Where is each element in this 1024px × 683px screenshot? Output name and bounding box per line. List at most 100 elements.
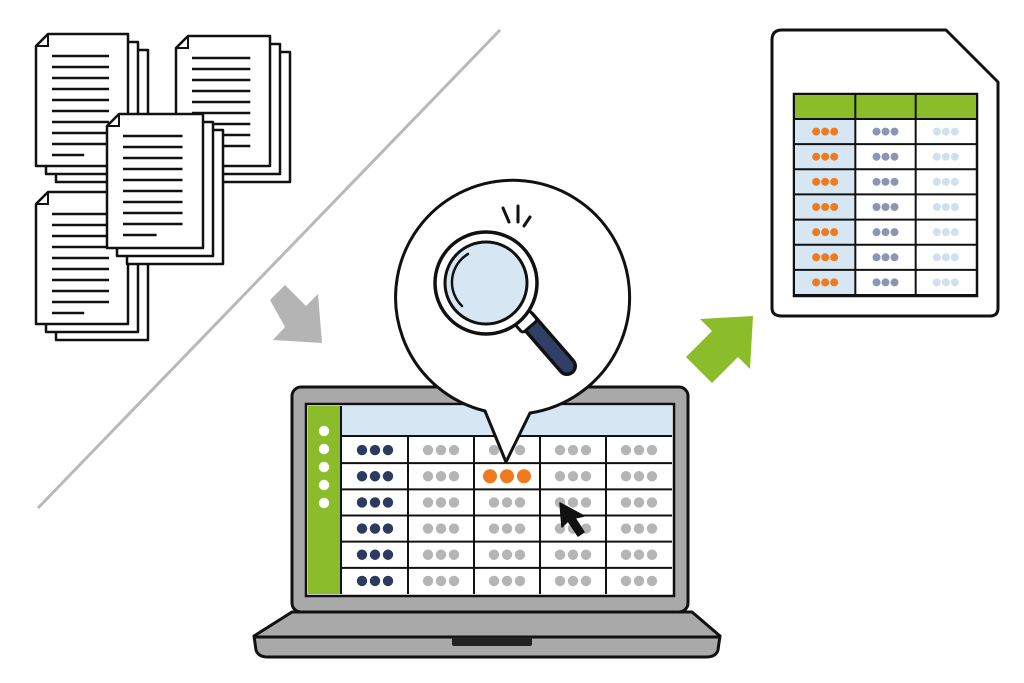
cell-value-dot xyxy=(620,471,632,482)
cell-value-dot xyxy=(567,575,579,587)
result-value-dot xyxy=(821,278,830,287)
cell-value-dot xyxy=(448,471,460,482)
cell-value-dot xyxy=(488,497,500,508)
sidebar-dot xyxy=(318,425,330,437)
cell-value-dot xyxy=(567,497,579,508)
result-value-dot xyxy=(872,278,881,287)
spark-line-1 xyxy=(501,206,511,224)
result-value-dot xyxy=(821,127,830,136)
cell-value-dot xyxy=(356,444,368,456)
result-value-dot xyxy=(830,253,839,262)
result-value-dot xyxy=(890,152,899,161)
cell-value-dot xyxy=(501,575,513,587)
cell-value-dot xyxy=(356,523,368,534)
result-value-dot xyxy=(872,127,881,136)
result-value-dot xyxy=(881,278,890,287)
cell-value-dot xyxy=(382,575,394,587)
cell-value-dot xyxy=(514,497,526,508)
result-value-dot xyxy=(932,127,941,136)
cell-value-dot xyxy=(580,575,592,587)
cell-value-dot xyxy=(620,575,632,587)
highlighted-value-dot xyxy=(500,469,514,484)
cell-value-dot xyxy=(514,549,526,560)
cell-value-dot xyxy=(435,575,447,587)
result-value-dot xyxy=(872,253,881,262)
divider-line xyxy=(36,28,502,510)
result-value-dot xyxy=(950,177,959,186)
cell-value-dot xyxy=(646,575,658,587)
result-value-dot xyxy=(932,278,941,287)
cell-value-dot xyxy=(435,523,447,534)
cell-value-dot xyxy=(633,444,645,456)
result-value-dot xyxy=(890,203,899,211)
cell-value-dot xyxy=(514,523,526,534)
result-value-dot xyxy=(932,177,941,186)
magnifying-glass-icon xyxy=(433,204,577,376)
mouse-pointer-icon xyxy=(559,502,585,537)
cell-value-dot xyxy=(422,575,434,587)
result-value-dot xyxy=(941,203,950,211)
cell-value-dot xyxy=(633,523,645,534)
result-value-dot xyxy=(890,177,899,186)
result-value-dot xyxy=(881,152,890,161)
cell-value-dot xyxy=(620,497,632,508)
cell-value-dot xyxy=(369,497,381,508)
laptop-trackpad-notch xyxy=(452,637,532,646)
lens-glare xyxy=(450,252,470,308)
result-value-dot xyxy=(821,253,830,262)
cell-value-dot xyxy=(488,549,500,560)
result-value-dot xyxy=(872,177,881,186)
result-value-dot xyxy=(881,177,890,186)
result-value-dot xyxy=(872,228,881,237)
cell-value-dot xyxy=(633,575,645,587)
cell-value-dot xyxy=(448,549,460,560)
arrow-up-right-icon xyxy=(686,316,753,383)
sidebar-dot xyxy=(318,461,330,473)
cell-value-dot xyxy=(633,549,645,560)
result-value-dot xyxy=(872,152,881,161)
cell-value-dot xyxy=(356,471,368,482)
result-value-dot xyxy=(830,278,839,287)
cell-value-dot xyxy=(633,497,645,508)
result-value-dot xyxy=(821,228,830,237)
cell-value-dot xyxy=(646,523,658,534)
highlighted-value-dot xyxy=(517,469,531,484)
cell-value-dot xyxy=(448,523,460,534)
cell-value-dot xyxy=(488,575,500,587)
result-value-dot xyxy=(881,228,890,237)
cell-value-dot xyxy=(356,549,368,560)
cell-value-dot xyxy=(356,575,368,587)
cell-value-dot xyxy=(369,471,381,482)
cell-value-dot xyxy=(382,444,394,456)
cell-value-dot xyxy=(567,549,579,560)
result-value-dot xyxy=(890,127,899,136)
cell-value-dot xyxy=(369,523,381,534)
sidebar-dot xyxy=(318,443,330,455)
cell-value-dot xyxy=(554,549,566,560)
spark-line-3 xyxy=(522,215,532,228)
result-value-dot xyxy=(812,278,821,287)
result-header-cell xyxy=(855,95,916,119)
result-value-dot xyxy=(932,228,941,237)
cell-value-dot xyxy=(501,497,513,508)
cell-value-dot xyxy=(646,549,658,560)
result-value-dot xyxy=(932,253,941,262)
result-value-dot xyxy=(950,127,959,136)
cell-value-dot xyxy=(488,523,500,534)
result-value-dot xyxy=(830,203,839,211)
cell-value-dot xyxy=(501,523,513,534)
cell-value-dot xyxy=(422,549,434,560)
result-value-dot xyxy=(812,177,821,186)
cell-value-dot xyxy=(435,549,447,560)
cell-value-dot xyxy=(554,471,566,482)
result-value-dot xyxy=(812,203,821,211)
cell-value-dot xyxy=(422,523,434,534)
cell-value-dot xyxy=(620,444,632,456)
result-value-dot xyxy=(941,278,950,287)
result-value-dot xyxy=(812,152,821,161)
result-value-dot xyxy=(941,228,950,237)
cell-value-dot xyxy=(633,471,645,482)
laptop-icon xyxy=(252,385,722,659)
cell-value-dot xyxy=(554,575,566,587)
